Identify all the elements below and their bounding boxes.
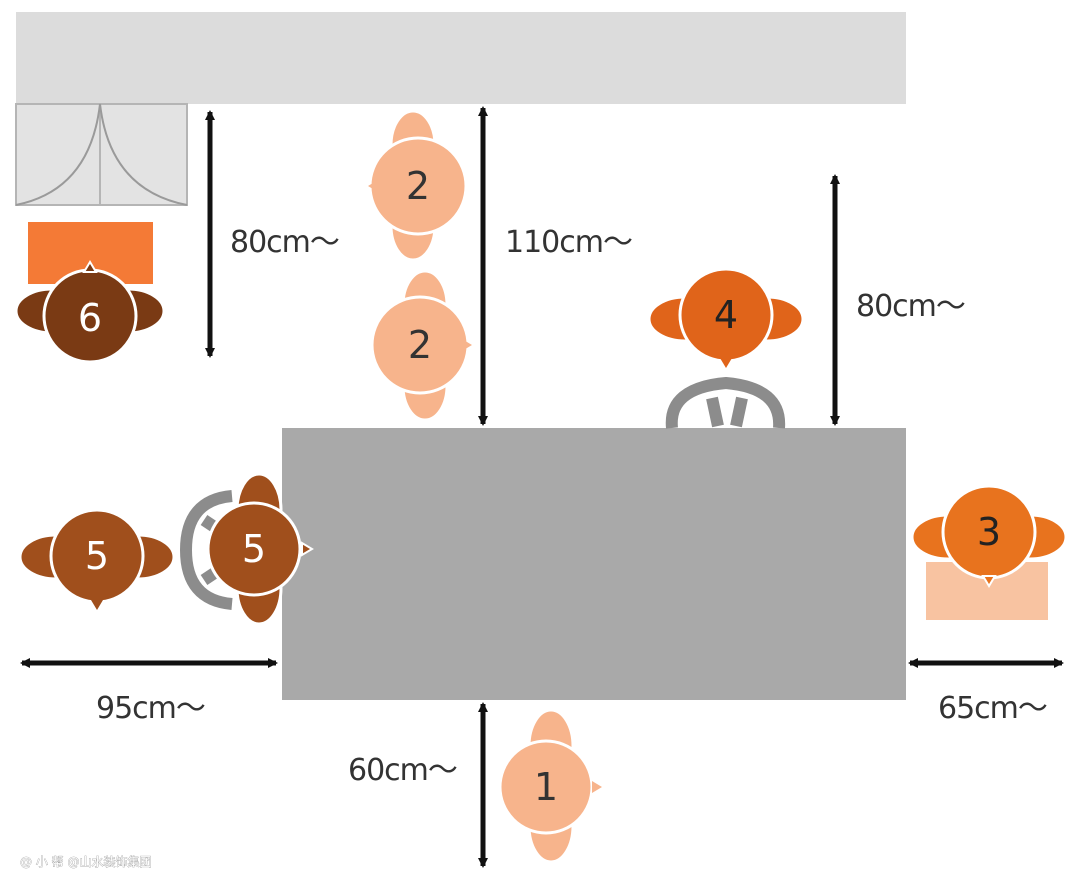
cabinet-doors <box>15 103 188 206</box>
person-5-seated: 5 <box>206 472 314 626</box>
person-6: 6 <box>14 260 166 364</box>
top-wall <box>16 12 906 104</box>
dim-label-right-vertical: 80cm～ <box>856 289 965 324</box>
dim-label-left-horizontal: 95cm～ <box>96 691 205 726</box>
dim-label-left-vertical: 80cm～ <box>230 225 339 260</box>
person-5-outer: 5 <box>18 508 176 610</box>
person-2-upper-label: 2 <box>406 164 430 208</box>
person-3-label: 3 <box>977 510 1001 554</box>
person-2-upper: 2 <box>368 109 468 262</box>
chair-top <box>665 376 786 429</box>
person-1: 1 <box>498 708 602 864</box>
dimension-arrows <box>20 106 1064 868</box>
person-2-lower: 2 <box>370 269 472 422</box>
person-5-seated-label: 5 <box>242 527 266 571</box>
person-3: 3 <box>910 484 1068 588</box>
person-2-lower-label: 2 <box>408 323 432 367</box>
person-4-label: 4 <box>714 293 738 337</box>
dim-label-center-vertical: 110cm～ <box>505 225 632 260</box>
watermark: @ 小 帮 @山水装饰集团 <box>20 854 151 869</box>
person-1-label: 1 <box>534 765 558 809</box>
person-6-label: 6 <box>78 296 102 340</box>
person-5-outer-label: 5 <box>85 534 109 578</box>
dim-label-bottom-vertical: 60cm～ <box>348 753 457 788</box>
person-4: 4 <box>647 267 805 368</box>
dining-table <box>282 428 906 700</box>
dim-label-right-horizontal: 65cm～ <box>938 691 1047 726</box>
